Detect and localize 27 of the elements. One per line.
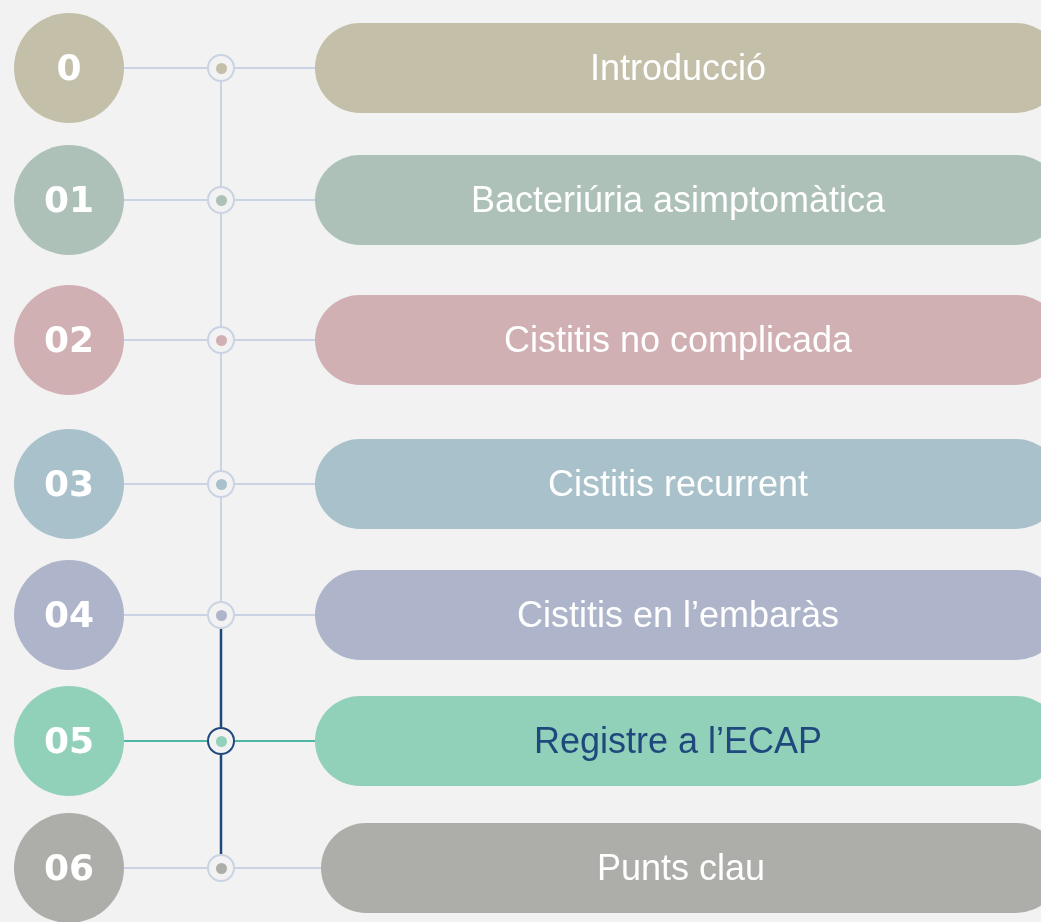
topic-pill: Punts clau	[321, 823, 1041, 913]
connector-line	[234, 339, 316, 341]
connector-line	[123, 199, 208, 201]
connector-line	[234, 740, 316, 742]
connector-line	[123, 67, 208, 69]
connector-line	[220, 353, 222, 471]
connector-line	[123, 867, 208, 869]
topic-pill: Bacteriúria asimptomàtica	[315, 155, 1041, 245]
topic-pill: Cistitis recurrent	[315, 439, 1041, 529]
topic-pill: Cistitis en l’embaràs	[315, 570, 1041, 660]
connector-line	[123, 339, 208, 341]
topic-pill: Registre a l’ECAP	[315, 696, 1041, 786]
connector-line	[234, 483, 316, 485]
connector-line	[220, 81, 222, 187]
connector-line	[219, 629, 223, 727]
connector-line	[234, 199, 316, 201]
connector-line	[123, 740, 208, 742]
connector-line	[220, 213, 222, 327]
connector-line	[234, 67, 316, 69]
connector-line	[123, 614, 208, 616]
topic-pill: Cistitis no complicada	[315, 295, 1041, 385]
connector-line	[234, 867, 322, 869]
connector-line	[234, 614, 316, 616]
topic-pill: Introducció	[315, 23, 1041, 113]
connector-line	[123, 483, 208, 485]
connector-line	[219, 755, 223, 854]
connector-line	[220, 497, 222, 602]
